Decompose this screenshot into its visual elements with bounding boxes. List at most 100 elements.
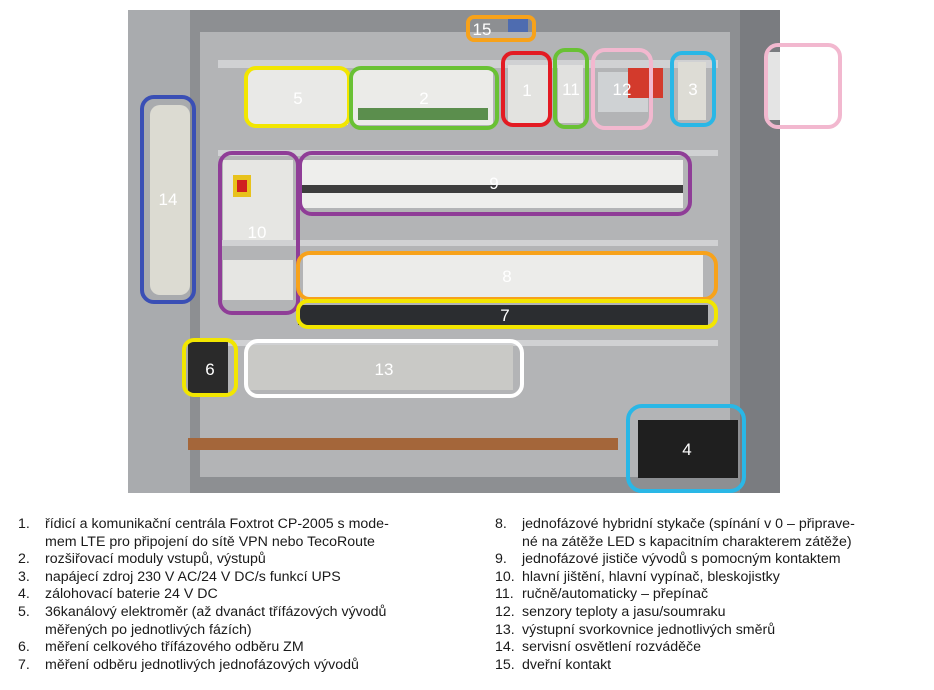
legend-item-8: 8. jednofázové hybridní stykače (spínání…: [495, 516, 925, 551]
legend-item-text: zálohovací baterie 24 V DC: [45, 586, 218, 603]
callout-9-label: 9: [489, 174, 498, 193]
callout-1-label: 1: [522, 81, 531, 100]
legend-left-column: 1. řídicí a komunikační centrála Foxtrot…: [18, 516, 478, 674]
legend-item-text-line: né na zátěže LED s kapacitním charaktere…: [522, 533, 852, 550]
legend-item-number: 2.: [18, 551, 30, 568]
legend-item-3: 3. napájecí zdroj 230 V AC/24 V DC/s fun…: [18, 569, 478, 587]
callout-5-label: 5: [293, 89, 302, 108]
legend-item-7: 7. měření odběru jednotlivých jednofázov…: [18, 657, 478, 675]
callout-14-label: 14: [159, 190, 178, 209]
circuit-breakers-row: [298, 160, 683, 208]
callout-8-label: 8: [502, 267, 511, 286]
legend-item-text-line: mem LTE pro připojení do sítě VPN nebo T…: [45, 533, 375, 550]
legend-item-text-line: řídicí a komunikační centrála Foxtrot CP…: [45, 516, 389, 532]
callout-frame-3: 3: [670, 51, 716, 127]
legend-item-13: 13. výstupní svorkovnice jednotlivých sm…: [495, 622, 925, 640]
legend-item-number: 1.: [18, 516, 30, 532]
legend-item-9: 9. jednofázové jističe vývodů s pomocným…: [495, 551, 925, 569]
legend-item-12: 12. senzory teploty a jasu/soumraku: [495, 604, 925, 622]
wiring-red: [628, 68, 663, 98]
legend-item-5: 5. 36kanálový elektroměr (až dvanáct tří…: [18, 604, 478, 639]
legend-item-text: měření odběru jednotlivých jednofázových…: [45, 656, 359, 673]
din-rail-1: [218, 60, 718, 68]
callout-4-label: 4: [682, 440, 691, 459]
callout-2-label: 2: [419, 89, 428, 108]
callout-6-label: 6: [205, 360, 214, 379]
legend-item-number: 8.: [495, 516, 507, 532]
callout-frame-12-outside: 12: [764, 43, 842, 129]
callout-frame-12-inside: 12: [591, 48, 653, 130]
legend-item-text: jednofázové jističe vývodů s pomocným ko…: [522, 551, 841, 568]
legend-item-text-line: jednofázové hybridní stykače (spínání v …: [522, 516, 855, 532]
callout-frame-7: 7: [296, 299, 718, 329]
legend-item-number: 7.: [18, 656, 30, 673]
legend-item-text-line: měřených po jednotlivých fázích): [45, 621, 252, 638]
callout-frame-2: 2: [349, 66, 499, 130]
external-sensor: [766, 52, 780, 120]
legend-item-number: 9.: [495, 551, 507, 568]
callout-10-label: 10: [248, 223, 267, 242]
legend-item-number: 3.: [18, 568, 30, 585]
callout-11-label: 11: [562, 80, 580, 99]
power-supply-unit: [678, 62, 706, 120]
callout-frame-8: 8: [296, 251, 718, 301]
legend-item-2: 2. rozšiřovací moduly vstupů, výstupů: [18, 551, 478, 569]
legend-item-4: 4. zálohovací baterie 24 V DC: [18, 586, 478, 604]
legend-item-text: rozšiřovací moduly vstupů, výstupů: [45, 551, 266, 568]
callout-12-outside-label: 12: [792, 77, 811, 96]
callout-overlay: 5 2 1 11 12 3 12 15 14 10 9 8: [140, 15, 842, 493]
legend-item-6: 6. měření celkového třífázového odběru Z…: [18, 639, 478, 657]
legend-item-number: 15.: [495, 656, 515, 673]
expansion-module-terminals: [358, 108, 488, 120]
legend-item-text: ručně/automaticky – přepínač: [522, 586, 709, 603]
energy-meter-module: [248, 70, 348, 125]
controller-module: [508, 65, 548, 123]
legend-item-number: 5.: [18, 603, 30, 620]
callout-7-label: 7: [500, 306, 509, 325]
main-switch-handle: [237, 180, 247, 192]
legend-item-1: 1. řídicí a komunikační centrála Foxtrot…: [18, 516, 478, 551]
legend-item-15: 15. dveřní kontakt: [495, 657, 925, 675]
legend-item-text: servisní osvětlení rozváděče: [522, 639, 702, 656]
contactors-row: [303, 255, 703, 300]
current-transformers-row: [298, 305, 708, 325]
legend-item-text: senzory teploty a jasu/soumraku: [522, 603, 726, 620]
surge-arresters: [223, 260, 293, 300]
callout-frame-11: 11: [553, 48, 589, 129]
legend-item-number: 10.: [495, 568, 515, 585]
legend-item-text: 36kanálový elektroměr (až dvanáct třífáz…: [45, 604, 478, 639]
backup-battery: [638, 420, 738, 478]
breaker-handles-strip: [298, 185, 683, 193]
legend-item-number: 4.: [18, 586, 30, 603]
legend-item-text: řídicí a komunikační centrála Foxtrot CP…: [45, 516, 478, 551]
legend-item-14: 14. servisní osvětlení rozváděče: [495, 639, 925, 657]
callout-3-label: 3: [688, 80, 697, 99]
callout-frame-10: 10: [218, 151, 300, 315]
legend-item-10: 10. hlavní jištění, hlavní vypínač, bles…: [495, 569, 925, 587]
legend-item-11: 11. ručně/automaticky – přepínač: [495, 586, 925, 604]
legend-item-number: 13.: [495, 621, 515, 638]
legend-item-number: 11.: [495, 586, 514, 603]
legend-item-text-line: 36kanálový elektroměr (až dvanáct třífáz…: [45, 603, 387, 620]
legend-item-text: měření celkového třífázového odběru ZM: [45, 639, 304, 656]
main-breakers: [223, 160, 293, 240]
callout-frame-9: 9: [298, 151, 692, 216]
callout-frame-14: 14: [140, 95, 196, 304]
service-light: [150, 105, 190, 295]
callout-frame-5: 5: [244, 66, 351, 128]
switch-module: [558, 65, 583, 123]
legend-item-text: napájecí zdroj 230 V AC/24 V DC/s funkcí…: [45, 568, 341, 585]
legend-item-text: dveřní kontakt: [522, 656, 612, 673]
legend-item-number: 14.: [495, 639, 515, 656]
callout-frame-13: 13: [244, 339, 524, 398]
legend-item-text: hlavní jištění, hlavní vypínač, bleskoji…: [522, 568, 780, 585]
callout-frame-4: 4: [626, 404, 746, 493]
callout-frame-15: 15: [466, 15, 536, 42]
legend-right-column: 8. jednofázové hybridní stykače (spínání…: [495, 516, 925, 674]
callout-12-inside-label: 12: [613, 80, 632, 99]
legend-item-number: 12.: [495, 603, 515, 620]
legend-item-text: výstupní svorkovnice jednotlivých směrů: [522, 621, 776, 638]
legend-item-number: 6.: [18, 639, 30, 656]
callout-frame-1: 1: [501, 51, 552, 127]
legend-item-text: jednofázové hybridní stykače (spínání v …: [522, 516, 925, 551]
